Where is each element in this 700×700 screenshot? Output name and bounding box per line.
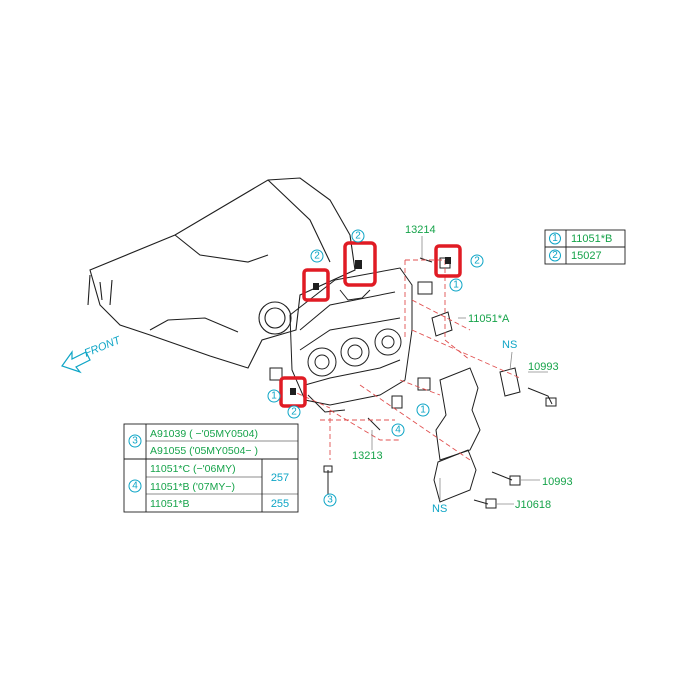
- callout-4: 4: [395, 425, 401, 436]
- front-arrow: FRONT: [61, 334, 124, 374]
- engine-block-outline: [87, 177, 356, 369]
- part-labels: 13214 11051*A NS 10993 13213 10993 J1061…: [352, 224, 573, 515]
- legend-bottom-row3-line2[interactable]: A91055 ('05MY0504− ): [150, 445, 258, 457]
- label-10993-top[interactable]: 10993: [528, 361, 559, 373]
- label-j10618[interactable]: J10618: [515, 499, 551, 511]
- legend-top-key-1: 1: [552, 233, 558, 244]
- legend-bottom-row3-line1[interactable]: A91039 ( −'05MY0504): [150, 428, 258, 440]
- legend-bottom-row4-line1[interactable]: 11051*C (−'06MY): [150, 463, 236, 475]
- legend-top: 1 2 11051*B 15027: [544, 229, 626, 265]
- legend-bottom: 3 4 A91039 ( −'05MY0504) A91055 ('05MY05…: [123, 423, 299, 513]
- number-callout-digits: 2 2 2 1 1 2 1 4 3: [271, 231, 480, 506]
- callout-2: 2: [314, 251, 320, 262]
- callout-1: 1: [420, 405, 426, 416]
- legend-bottom-key-3: 3: [132, 436, 138, 447]
- callout-2: 2: [355, 231, 361, 242]
- callout-1: 1: [453, 280, 459, 291]
- callout-1: 1: [271, 391, 277, 402]
- label-11051A[interactable]: 11051*A: [468, 313, 510, 325]
- bolts: [323, 257, 557, 509]
- cylinder-head: [289, 267, 413, 413]
- legend-bottom-value-255: 255: [271, 498, 289, 510]
- dashed-leaders: [289, 259, 521, 461]
- legend-top-value-2[interactable]: 15027: [571, 250, 602, 262]
- highlighted-bolts: [290, 257, 451, 395]
- legend-top-value-1[interactable]: 11051*B: [571, 233, 612, 245]
- legend-bottom-row4-line3[interactable]: 11051*B: [150, 498, 190, 510]
- legend-bottom-row4-line2[interactable]: 11051*B ('07MY−): [150, 481, 235, 493]
- legend-bottom-key-4: 4: [132, 481, 138, 492]
- leader-lines: [371, 236, 548, 505]
- label-ns-bottom: NS: [432, 503, 447, 515]
- label-10993-bottom[interactable]: 10993: [542, 476, 573, 488]
- legend-bottom-value-257: 257: [271, 472, 289, 484]
- highlight-box-1[interactable]: [302, 268, 330, 302]
- legend-top-key-2: 2: [552, 250, 558, 261]
- callout-2: 2: [291, 407, 297, 418]
- label-13214[interactable]: 13214: [405, 224, 436, 236]
- callout-2: 2: [474, 256, 480, 267]
- label-ns-top: NS: [502, 339, 517, 351]
- highlight-box-2[interactable]: [343, 241, 377, 287]
- label-13213[interactable]: 13213: [352, 450, 383, 462]
- number-callouts: [267, 229, 484, 507]
- front-label: FRONT: [83, 334, 124, 360]
- highlight-box-3[interactable]: [434, 244, 462, 278]
- cam-bracket-parts: [269, 257, 521, 503]
- callout-3: 3: [327, 495, 333, 506]
